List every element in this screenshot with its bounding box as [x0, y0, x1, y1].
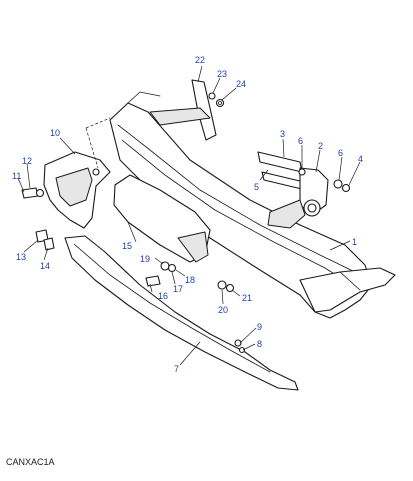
callout-6b: 6 — [338, 148, 343, 158]
callout-labels: 1 2 3 4 5 6 6 7 8 9 10 11 12 13 14 15 16… — [12, 55, 363, 374]
callout-2: 2 — [318, 141, 323, 151]
callout-14: 14 — [40, 261, 50, 271]
callout-24: 24 — [236, 79, 246, 89]
callout-18: 18 — [185, 275, 195, 285]
callout-5: 5 — [254, 182, 259, 192]
callout-10: 10 — [50, 128, 60, 138]
callout-7: 7 — [174, 364, 179, 374]
callout-1: 1 — [352, 237, 357, 247]
leader-lines — [17, 65, 361, 366]
callout-6a: 6 — [298, 136, 303, 146]
callout-16: 16 — [158, 291, 168, 301]
callout-17: 17 — [173, 284, 183, 294]
upper-mounting-bracket — [149, 79, 225, 141]
callout-12: 12 — [22, 156, 32, 166]
callout-22: 22 — [195, 55, 205, 65]
callout-4: 4 — [358, 154, 363, 164]
lower-valance — [64, 235, 299, 391]
callout-11: 11 — [12, 171, 21, 181]
reference-code: CANXAC1A — [6, 457, 55, 467]
callout-21: 21 — [242, 293, 252, 303]
callout-23: 23 — [217, 69, 227, 79]
bumper-armature — [109, 91, 396, 319]
towing-eye-assembly — [257, 151, 351, 229]
callout-13: 13 — [16, 252, 26, 262]
callout-3: 3 — [280, 129, 285, 139]
callout-9: 9 — [257, 322, 262, 332]
callout-19: 19 — [140, 254, 150, 264]
center-support-panel — [113, 174, 235, 293]
callout-15: 15 — [122, 241, 132, 251]
callout-20: 20 — [218, 305, 228, 315]
left-end-cap — [21, 151, 111, 251]
callout-8: 8 — [257, 339, 262, 349]
